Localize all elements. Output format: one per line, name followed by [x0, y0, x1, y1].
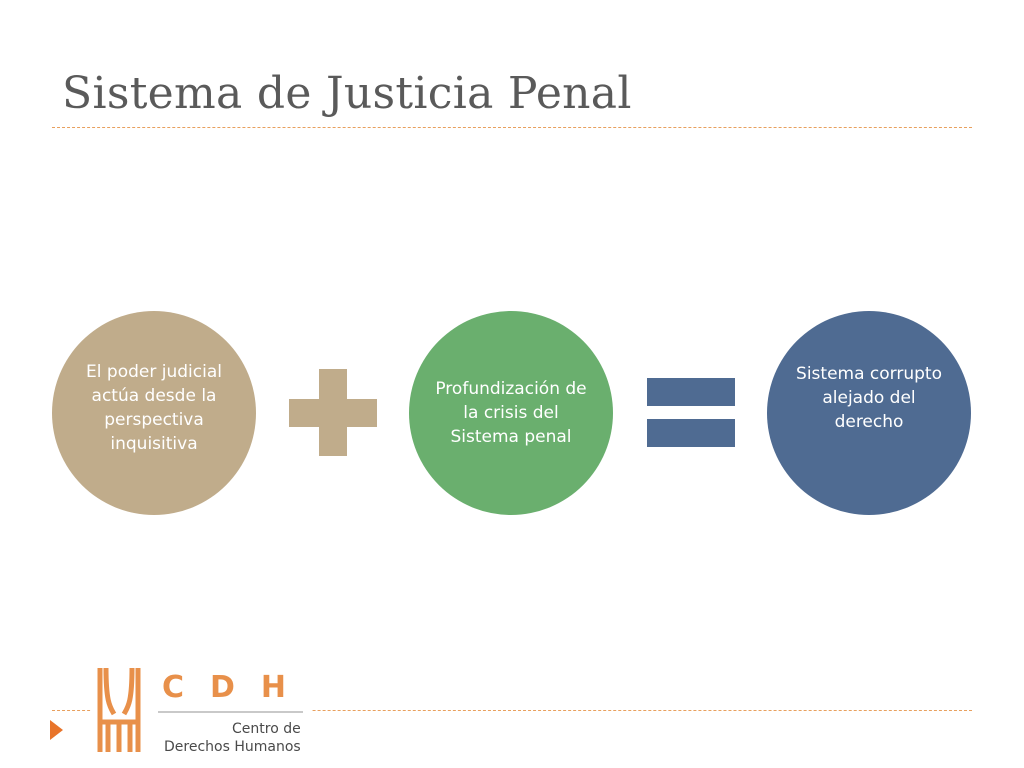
term1-text: El poder judicial actúa desde la perspec…	[86, 362, 222, 454]
triangle-bullet-icon	[50, 720, 63, 740]
term2-text: Profundización de la crisis del Sistema …	[435, 379, 587, 447]
footer-divider	[52, 710, 972, 711]
logo-acronym: CDH	[162, 670, 313, 705]
term2-circle: Profundización de la crisis del Sistema …	[409, 311, 613, 515]
logo-line1: Centro de	[232, 721, 301, 737]
result-circle: Sistema corrupto alejado del derecho	[767, 311, 971, 515]
cdh-logo: CDH Centro de Derechos Humanos	[92, 662, 312, 762]
cdh-emblem-icon	[97, 667, 141, 752]
result-text: Sistema corrupto alejado del derecho	[796, 364, 942, 432]
logo-divider	[158, 711, 303, 713]
slide-title: Sistema de Justicia Penal	[62, 68, 632, 119]
term1-circle: El poder judicial actúa desde la perspec…	[52, 311, 256, 515]
title-divider	[52, 127, 972, 128]
logo-line2: Derechos Humanos	[164, 739, 301, 755]
